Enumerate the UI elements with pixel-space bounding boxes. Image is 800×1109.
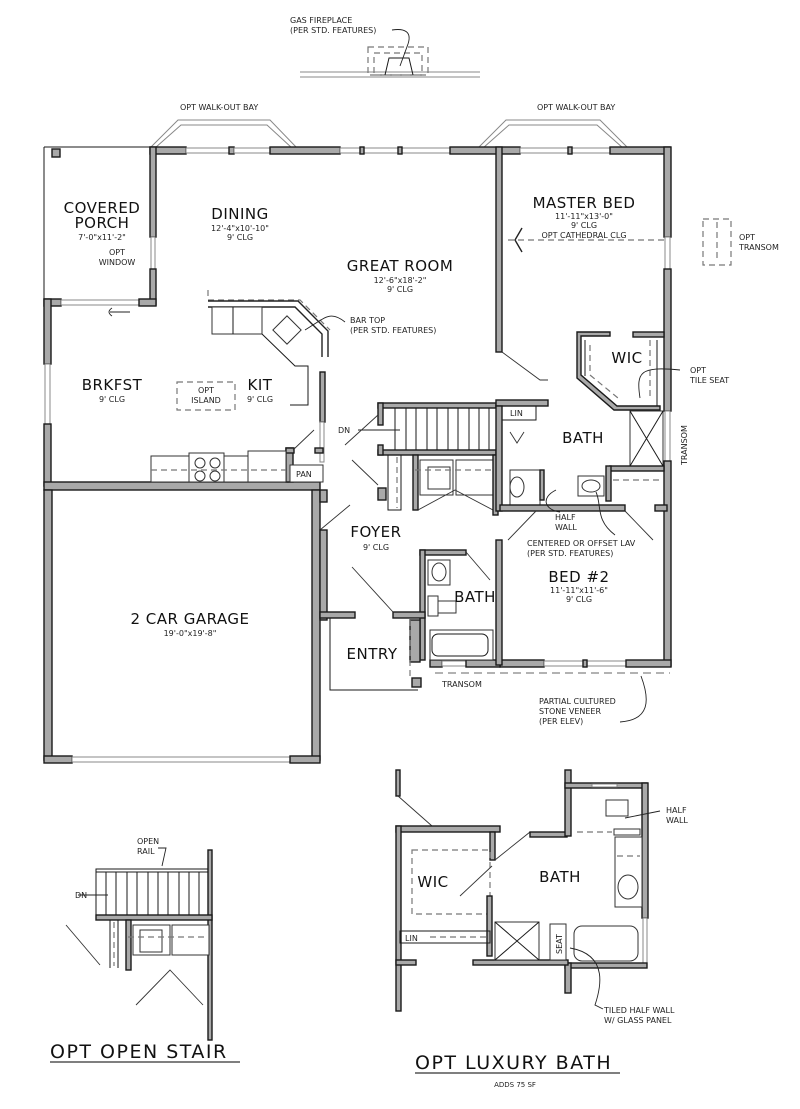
luxury-bath-label: BATH bbox=[539, 868, 581, 886]
great-room-label: GREAT ROOM bbox=[347, 257, 454, 275]
great-room-size: 12'-6"x18'-2" bbox=[374, 276, 427, 285]
covered-porch-label-1: COVERED bbox=[64, 199, 141, 217]
walkout-bay-right-label: OPT WALK-OUT BAY bbox=[537, 103, 615, 112]
luxury-wic-label: WIC bbox=[417, 873, 448, 891]
luxury-bath-title: OPT LUXURY BATH bbox=[415, 1052, 612, 1074]
bed2-ceiling: 9' CLG bbox=[566, 595, 592, 604]
lin-label: LIN bbox=[510, 409, 523, 418]
master-bed-size: 11'-11"x13'-0" bbox=[555, 212, 613, 221]
luxury-lin-label: LIN bbox=[405, 934, 418, 943]
fireplace-note-2: (PER STD. FEATURES) bbox=[290, 26, 376, 35]
fireplace-note-1: GAS FIREPLACE bbox=[290, 16, 352, 25]
lav-note-2: (PER STD. FEATURES) bbox=[527, 549, 613, 558]
walkout-bay-left: OPT WALK-OUT BAY bbox=[149, 103, 298, 149]
bed2-size: 11'-11"x11'-6" bbox=[550, 586, 608, 595]
opt-window-1: OPT bbox=[109, 248, 125, 257]
garage-size: 19'-0"x19'-8" bbox=[164, 629, 217, 638]
master-bath-label: BATH bbox=[562, 429, 604, 447]
open-stair-title: OPT OPEN STAIR bbox=[50, 1041, 228, 1063]
gas-fireplace: GAS FIREPLACE (PER STD. FEATURES) bbox=[290, 16, 480, 78]
room-labels: COVERED PORCH 7'-0"x11'-2" OPT WINDOW DI… bbox=[64, 194, 779, 726]
cathedral-chevron bbox=[514, 227, 523, 253]
opt-transom bbox=[702, 218, 732, 266]
stone-note-3: (PER ELEV) bbox=[539, 717, 583, 726]
entry-label: ENTRY bbox=[347, 645, 398, 663]
master-bed-label: MASTER BED bbox=[533, 194, 636, 212]
half-wall-note-2: WALL bbox=[555, 523, 577, 532]
wic-label: WIC bbox=[611, 349, 642, 367]
stone-note-2: STONE VENEER bbox=[539, 707, 601, 716]
lav-note-1: CENTERED OR OFFSET LAV bbox=[527, 539, 636, 548]
exterior-walls bbox=[43, 146, 672, 674]
tiled-half-wall-2: W/ GLASS PANEL bbox=[604, 1016, 672, 1025]
foyer-ceiling: 9' CLG bbox=[363, 543, 389, 552]
covered-porch-label-2: PORCH bbox=[75, 214, 130, 232]
stone-note-1: PARTIAL CULTURED bbox=[539, 697, 616, 706]
kitchen-fixtures bbox=[150, 290, 346, 483]
walkout-bay-left-label: OPT WALK-OUT BAY bbox=[180, 103, 258, 112]
dining-label: DINING bbox=[211, 205, 268, 223]
great-room-ceiling: 9' CLG bbox=[387, 285, 413, 294]
half-wall-note-1: HALF bbox=[555, 513, 576, 522]
bar-top-note-2: (PER STD. FEATURES) bbox=[350, 326, 436, 335]
stair-dn-label: DN bbox=[338, 426, 350, 435]
kit-ceiling: 9' CLG bbox=[247, 395, 273, 404]
walkout-bay-right: OPT WALK-OUT BAY bbox=[477, 103, 629, 149]
hall-bath-label: BATH bbox=[454, 588, 496, 606]
master-bed-ceiling: 9' CLG bbox=[571, 221, 597, 230]
transom-bottom-label: TRANSOM bbox=[441, 680, 482, 689]
brkfst-label: BRKFST bbox=[82, 376, 143, 394]
covered-porch-size: 7'-0"x11'-2" bbox=[78, 233, 126, 242]
interior-walls: PAN DN LIN bbox=[43, 146, 681, 764]
luxury-bath-subtitle: ADDS 75 SF bbox=[494, 1081, 536, 1089]
open-rail-2: RAIL bbox=[137, 847, 155, 856]
opt-window-2: WINDOW bbox=[99, 258, 136, 267]
transom-vertical-label: TRANSOM bbox=[680, 425, 689, 466]
stair-treads bbox=[394, 408, 490, 450]
pan-label: PAN bbox=[296, 470, 312, 479]
garage-label: 2 CAR GARAGE bbox=[130, 610, 249, 628]
opt-tile-seat-2: TILE SEAT bbox=[689, 376, 729, 385]
seat-label: SEAT bbox=[555, 934, 564, 954]
opt-transom-1: OPT bbox=[739, 233, 755, 242]
luxury-half-wall-1: HALF bbox=[666, 806, 687, 815]
luxury-half-wall-2: WALL bbox=[666, 816, 688, 825]
opt-luxury-bath-detail: LIN SEAT WIC BATH HALF WALL TILED HALF W… bbox=[395, 769, 688, 1089]
opt-open-stair-detail: OPEN RAIL DN OPT OPEN STAIR bbox=[50, 837, 240, 1063]
tiled-half-wall-1: TILED HALF WALL bbox=[603, 1006, 675, 1015]
open-stair-dn: DN bbox=[75, 891, 87, 900]
dining-ceiling: 9' CLG bbox=[227, 233, 253, 242]
bed2-label: BED #2 bbox=[548, 568, 609, 586]
foyer-label: FOYER bbox=[350, 523, 401, 541]
opt-island-2: ISLAND bbox=[191, 396, 221, 405]
open-rail-1: OPEN bbox=[137, 837, 159, 846]
opt-island-1: OPT bbox=[198, 386, 214, 395]
dining-size: 12'-4"x10'-10" bbox=[211, 224, 269, 233]
kit-label: KIT bbox=[248, 376, 273, 394]
bar-top-note-1: BAR TOP bbox=[350, 316, 385, 325]
opt-transom-2: TRANSOM bbox=[738, 243, 779, 252]
porch-door-arrow bbox=[108, 307, 130, 317]
brkfst-ceiling: 9' CLG bbox=[99, 395, 125, 404]
opt-tile-seat-1: OPT bbox=[690, 366, 706, 375]
master-bed-ceiling-option: OPT CATHEDRAL CLG bbox=[541, 231, 626, 240]
